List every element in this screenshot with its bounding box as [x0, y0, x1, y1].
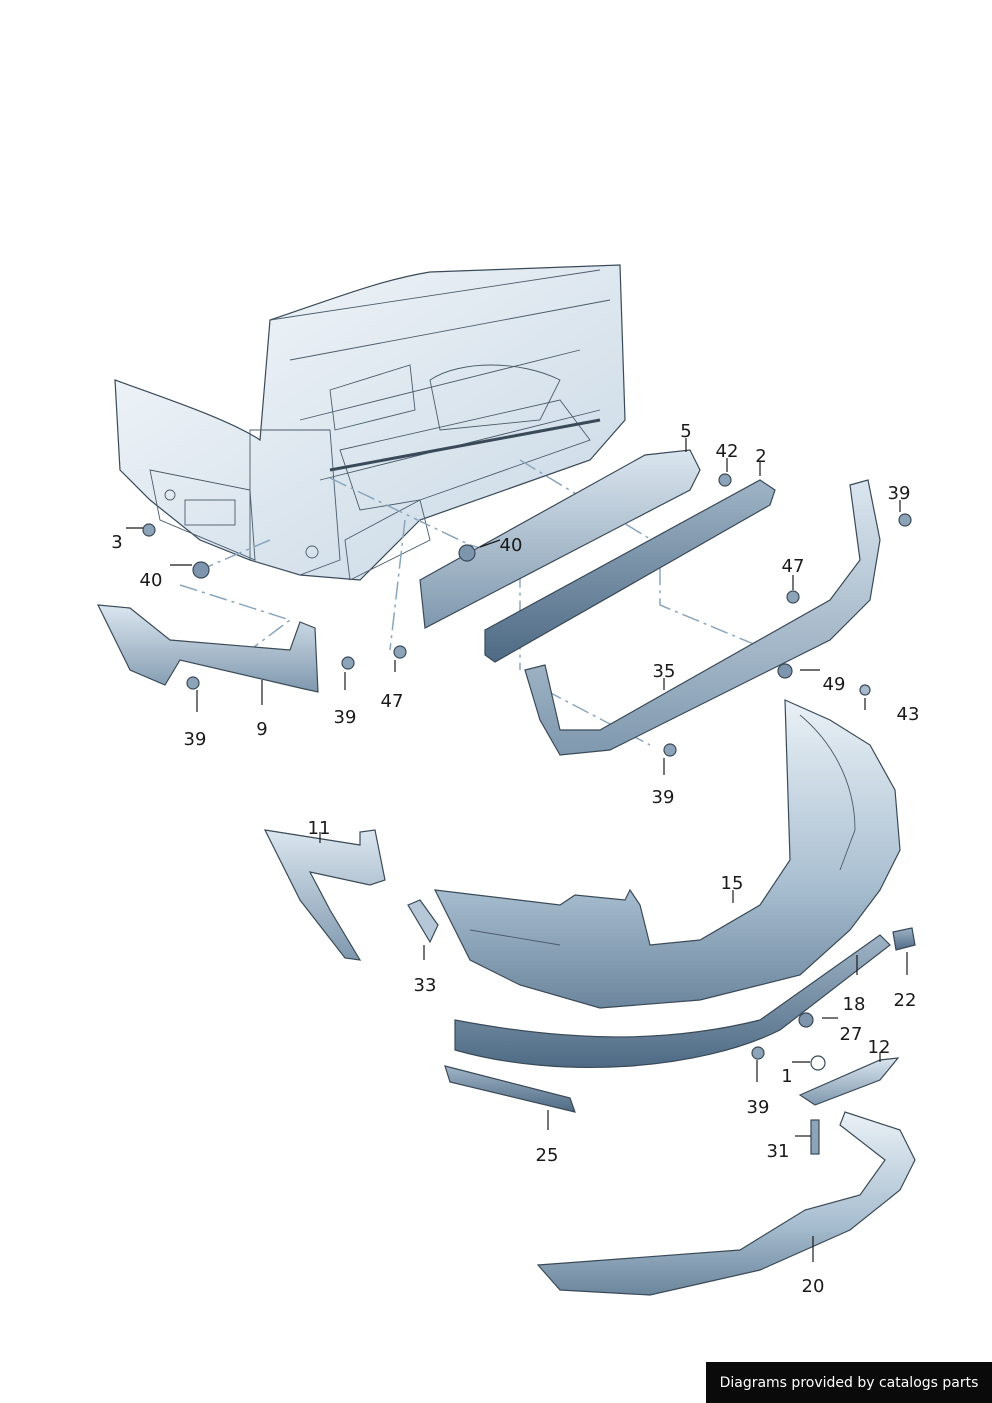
screw-47a-icon: [786, 590, 800, 604]
nut-40a-icon: [192, 561, 210, 579]
screw-47b-icon: [393, 645, 407, 659]
label-31: 31: [767, 1141, 790, 1162]
washer-1-icon: [810, 1055, 826, 1071]
label-47-left: 47: [381, 691, 404, 712]
label-35: 35: [653, 661, 676, 682]
label-42: 42: [716, 441, 739, 462]
label-1: 1: [781, 1066, 792, 1087]
label-39-left: 39: [184, 729, 207, 750]
part-2-absorber: [484, 479, 776, 663]
label-2: 2: [755, 446, 766, 467]
label-40-center: 40: [500, 535, 523, 556]
label-5: 5: [680, 421, 691, 442]
screw-39b-icon: [663, 743, 677, 757]
label-15: 15: [721, 873, 744, 894]
label-39-bottom: 39: [747, 1097, 770, 1118]
screw-3-icon: [142, 523, 156, 537]
screw-42-icon: [718, 473, 732, 487]
leader-lines: [126, 438, 908, 1262]
part-12-plate: [798, 1057, 900, 1106]
rear-body-shell: [114, 264, 626, 581]
label-18: 18: [843, 994, 866, 1015]
label-49: 49: [823, 674, 846, 695]
label-39-mid-left: 39: [334, 707, 357, 728]
part-22-cap: [892, 927, 916, 951]
screw-39d-icon: [186, 676, 200, 690]
part-35-bracket: [524, 479, 881, 756]
clip-43-icon: [859, 684, 871, 696]
part-9-bracket: [96, 604, 319, 693]
part-15-bumper-cover: [433, 699, 901, 1009]
part-20-diffuser: [536, 1111, 916, 1296]
label-39-top-right: 39: [888, 483, 911, 504]
part-11-side-bracket: [263, 829, 386, 961]
bolt-31-icon: [810, 1119, 820, 1155]
nut-40b-icon: [458, 544, 476, 562]
credit-banner: Diagrams provided by catalogs parts: [706, 1362, 992, 1403]
label-20: 20: [802, 1276, 825, 1297]
part-18-strip: [454, 934, 891, 1068]
callout-labels: 5 42 2 39 3 40 40 47 49 43 35 39 47 39 9…: [111, 421, 919, 1297]
label-39-bracket: 39: [652, 787, 675, 808]
nut-49-icon: [777, 663, 793, 679]
label-22: 22: [894, 990, 917, 1011]
screw-39c-icon: [341, 656, 355, 670]
part-33-clip: [407, 899, 439, 944]
label-25: 25: [536, 1145, 559, 1166]
fasteners: [142, 473, 912, 1155]
label-9: 9: [256, 719, 267, 740]
label-47-right: 47: [782, 556, 805, 577]
label-27: 27: [840, 1024, 863, 1045]
label-33: 33: [414, 975, 437, 996]
label-12: 12: [868, 1037, 891, 1058]
part-5-impact-beam: [419, 449, 701, 629]
label-11: 11: [308, 818, 331, 839]
part-25-trim: [444, 1065, 576, 1113]
clip-27-icon: [798, 1012, 814, 1028]
screw-39f-icon: [751, 1046, 765, 1060]
screw-39a-icon: [898, 513, 912, 527]
label-40-left: 40: [140, 570, 163, 591]
label-43: 43: [897, 704, 920, 725]
label-3: 3: [111, 532, 122, 553]
